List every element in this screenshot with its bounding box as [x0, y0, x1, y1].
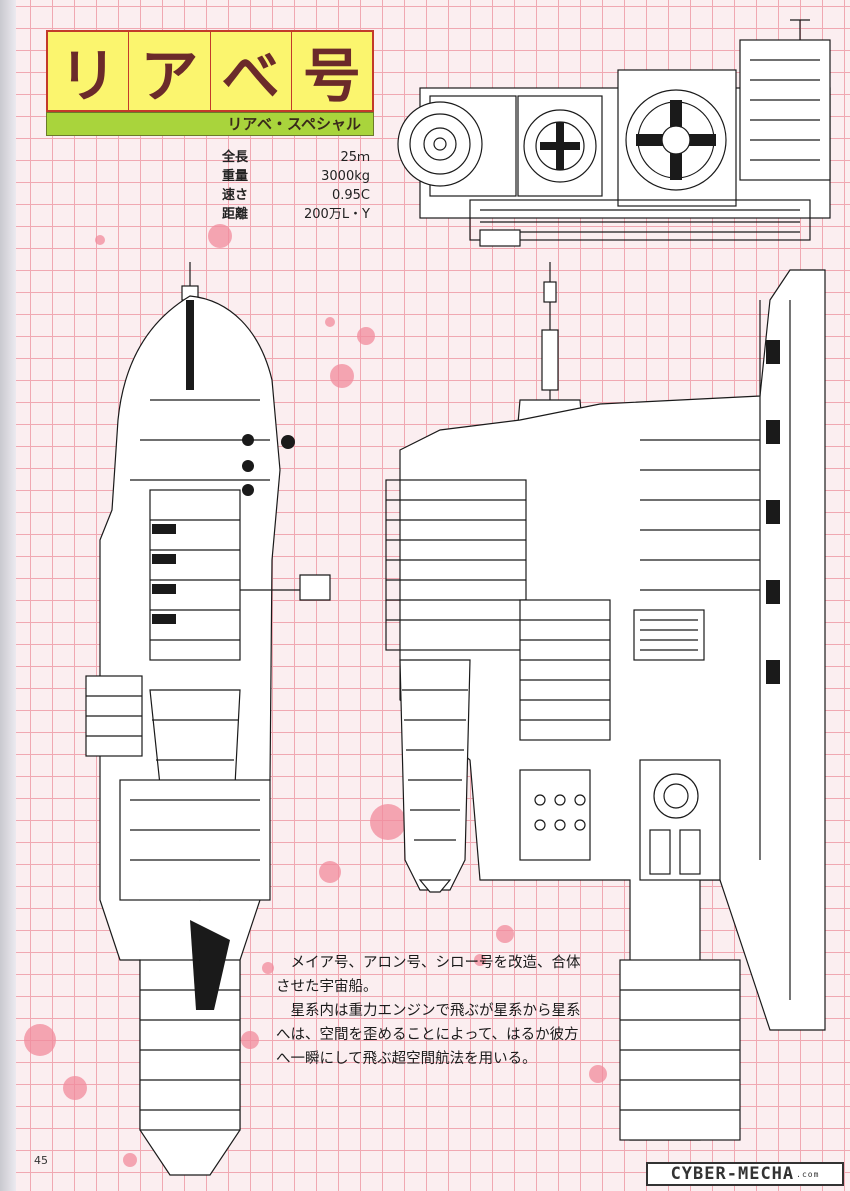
watermark-text: CYBER-MECHA	[670, 1164, 795, 1184]
site-watermark: CYBER-MECHA.com	[646, 1162, 844, 1186]
spec-row: 全長 25ｍ	[222, 148, 370, 167]
description-paragraph: 星系内は重力エンジンで飛ぶが星系から星系へは、空間を歪めることによって、はるか彼…	[276, 1003, 581, 1067]
spec-label: 全長	[222, 150, 249, 165]
spec-value: 0.95C	[331, 188, 370, 203]
spec-row: 速さ 0.95C	[222, 186, 370, 205]
top-view-drawing	[397, 19, 831, 247]
title-char: ア	[129, 32, 211, 110]
spec-row: 距離 200万L・Y	[222, 205, 370, 224]
spec-row: 重量 3000kg	[222, 167, 370, 186]
watermark-suffix: .com	[796, 1169, 820, 1179]
spec-label: 速さ	[222, 188, 249, 203]
subtitle-bar: リアベ・スペシャル	[46, 112, 374, 136]
title-char: リ	[48, 32, 130, 110]
front-view-drawing	[385, 262, 826, 1141]
description-text: メイア号、アロン号、シロー号を改造、合体させた宇宙船。 星系内は重力エンジンで飛…	[276, 951, 588, 1071]
title-box: リ ア べ 号	[46, 30, 374, 112]
spec-label: 重量	[222, 169, 249, 184]
spec-table: 全長 25ｍ 重量 3000kg 速さ 0.95C 距離 200万L・Y	[222, 148, 370, 224]
spec-value: 3000kg	[321, 169, 370, 184]
description-paragraph: メイア号、アロン号、シロー号を改造、合体させた宇宙船。	[276, 955, 581, 995]
side-view-drawing	[85, 262, 331, 1176]
spec-label: 距離	[222, 207, 249, 222]
spec-value: 200万L・Y	[304, 207, 370, 222]
title-char: 号	[302, 42, 361, 110]
page-binding-edge	[0, 0, 16, 1191]
title-char: べ	[211, 32, 292, 110]
page-number: 45	[34, 1154, 48, 1167]
spec-value: 25ｍ	[340, 150, 370, 165]
ink-blots	[24, 224, 607, 1167]
